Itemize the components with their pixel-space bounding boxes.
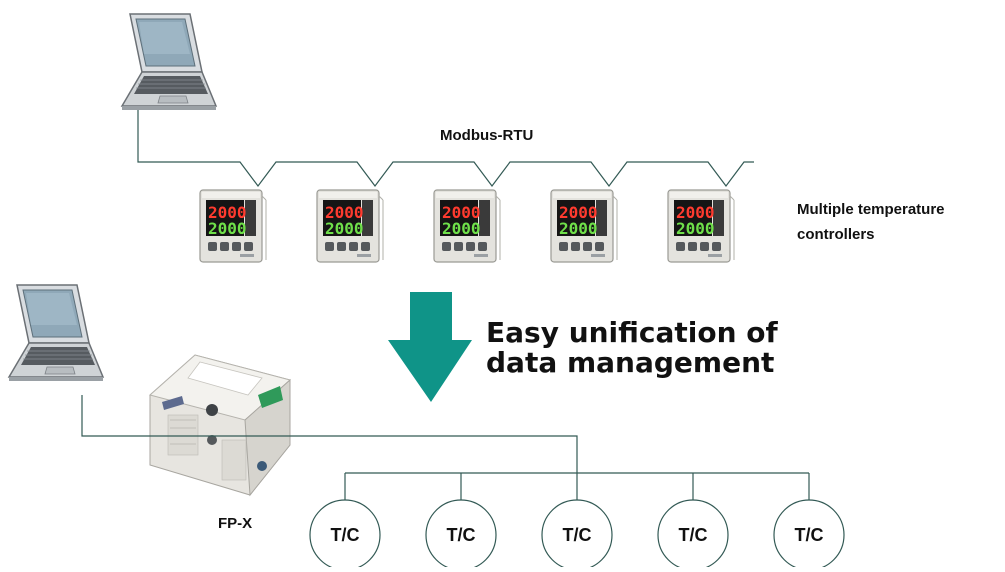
thermocouple-node: T/C <box>425 499 497 571</box>
thermocouple-nodes: T/C T/C T/C T/C T/C <box>309 499 845 571</box>
headline-line2: data management <box>486 346 775 379</box>
controllers-label: Multiple temperature controllers <box>797 197 945 247</box>
modbus-label: Modbus-RTU <box>440 127 534 144</box>
controller-display-top: 2000 <box>442 203 481 222</box>
headline-line1: Easy unification of <box>486 316 778 349</box>
modbus-bus <box>137 110 754 187</box>
thermocouple-label: T/C <box>795 525 824 545</box>
down-arrow-icon <box>388 292 472 402</box>
controller-display-bottom: 2000 <box>442 219 481 238</box>
controller-display-top: 2000 <box>676 203 715 222</box>
thermocouple-label: T/C <box>563 525 592 545</box>
thermocouple-node: T/C <box>541 499 613 571</box>
plc-wire <box>81 395 578 473</box>
thermocouple-node: T/C <box>309 499 381 571</box>
modbus-wire <box>137 110 754 187</box>
thermocouple-node: T/C <box>657 499 729 571</box>
controller-display-bottom: 2000 <box>325 219 364 238</box>
laptop-icon <box>8 284 104 382</box>
controller-display-bottom: 2000 <box>676 219 715 238</box>
fp-x-plc <box>148 354 292 497</box>
controller-display-top: 2000 <box>208 203 247 222</box>
controller-display-top: 2000 <box>325 203 364 222</box>
tc-wiring <box>81 395 810 500</box>
controllers-label-line2: controllers <box>797 226 875 243</box>
thermocouple-label: T/C <box>679 525 708 545</box>
controllers-label-line1: Multiple temperature <box>797 201 945 218</box>
thermocouple-node: T/C <box>773 499 845 571</box>
headline: Easy unification of data management <box>486 318 778 378</box>
fp-x-label: FP-X <box>218 515 253 532</box>
laptop-icon <box>121 13 217 111</box>
controller-display-bottom: 2000 <box>559 219 598 238</box>
controller-display-top: 2000 <box>559 203 598 222</box>
thermocouple-label: T/C <box>447 525 476 545</box>
controller-display-bottom: 2000 <box>208 219 247 238</box>
thermocouple-label: T/C <box>331 525 360 545</box>
